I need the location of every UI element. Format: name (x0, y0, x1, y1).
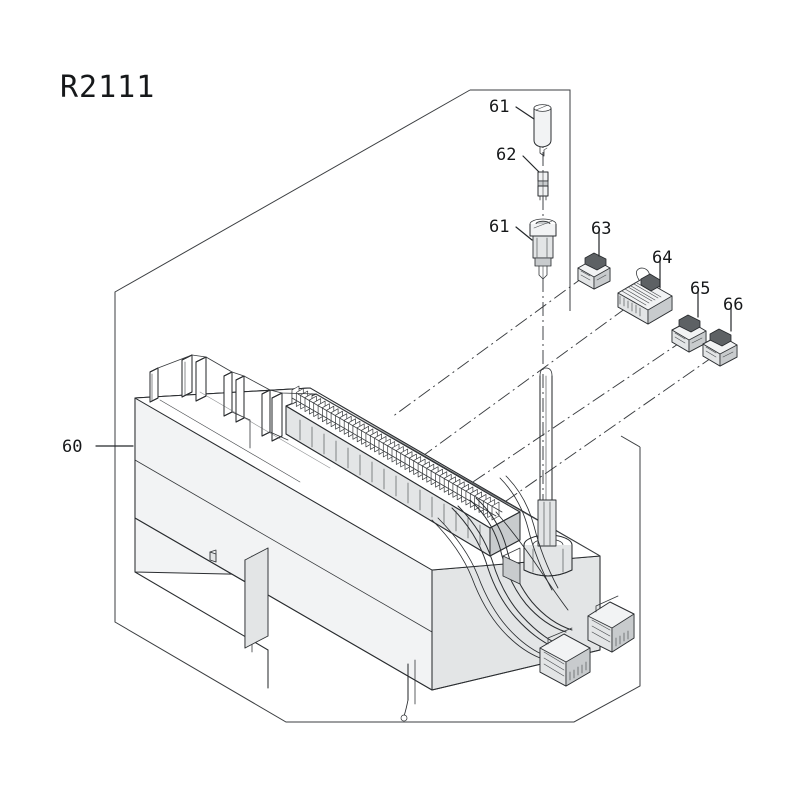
connector-64 (617, 267, 673, 325)
page-title: R2111 (60, 70, 156, 105)
harness-connector-lower (539, 627, 591, 687)
part-61-spark-igniter (529, 218, 557, 280)
callout-66: 66 (723, 295, 744, 315)
harness-connector-upper (587, 595, 635, 653)
igniter-rod-mounted (537, 367, 557, 547)
connector-66 (702, 328, 738, 367)
part-62-insulator-pin (537, 171, 549, 201)
callout-61-upper: 61 (489, 97, 510, 117)
callout-61-lower: 61 (489, 217, 510, 237)
callout-64: 64 (652, 248, 673, 268)
connector-65 (671, 314, 707, 353)
connector-63 (577, 252, 611, 290)
wire-harness (431, 475, 635, 687)
front-face-nub (209, 549, 217, 563)
part-61-igniter-cap (533, 104, 552, 157)
callout-leader-lines (95, 106, 732, 447)
callout-65: 65 (690, 279, 711, 299)
part-60-main-assembly (134, 354, 635, 722)
callout-62: 62 (496, 145, 517, 165)
diagram-boundary-outline (114, 89, 641, 723)
baffle-plates (149, 354, 317, 449)
callout-63: 63 (591, 219, 612, 239)
callout-60: 60 (62, 437, 83, 457)
